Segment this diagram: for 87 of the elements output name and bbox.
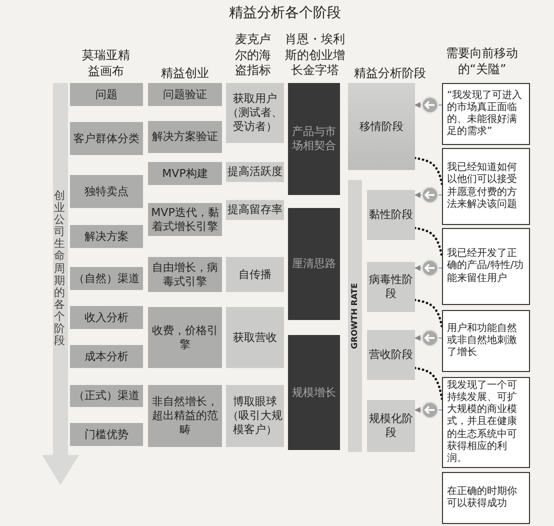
pyramid-block	[288, 208, 340, 320]
box-text: 客户群体分类	[74, 132, 140, 146]
column-header: 莫瑞亚精益画布	[81, 48, 131, 80]
box-text: 规模增长	[292, 386, 336, 400]
box-text: （正式）渠道	[74, 389, 140, 403]
box-text: 提高留存率	[228, 203, 282, 217]
dotted-connector	[414, 226, 444, 258]
arrow	[414, 329, 442, 347]
process-box	[148, 162, 222, 185]
process-box	[70, 306, 143, 329]
gate-box	[442, 228, 530, 305]
column-header: 需要向前移动的“关隘”	[445, 46, 519, 78]
box-text: 病毒性阶段	[368, 273, 414, 301]
box-text: 提高活跃度	[228, 165, 282, 179]
column-header: 精益分析阶段	[353, 66, 427, 82]
process-box	[70, 267, 143, 290]
box-text: GROWTH RATE	[351, 283, 359, 349]
box-text: 自由增长，病毒式引擎	[151, 260, 219, 288]
box-text: 我已经开发了正确的产品/特性/功能来留住用户	[447, 248, 525, 285]
box-text: 解决方案验证	[152, 130, 218, 144]
box-text: （自然）渠道	[74, 272, 140, 286]
process-box	[70, 385, 143, 407]
box-text: 在正确的时期你可以获得成功	[447, 486, 518, 510]
box-text: 问题验证	[163, 88, 207, 102]
pyramid-block	[288, 83, 340, 195]
box-text: 收费，价格引擎	[151, 324, 219, 352]
column-header: 麦克卢尔的海盗指标	[234, 32, 272, 79]
growth-rate-bar	[348, 180, 362, 452]
column-header: 肖恩・埃利斯的创业增长金字塔	[284, 32, 346, 79]
arrow	[414, 401, 442, 419]
metric-box	[226, 83, 284, 143]
box-text: 获取营收	[233, 330, 277, 344]
process-box	[70, 83, 143, 106]
box-text: 厘清思路	[292, 257, 336, 271]
box-text: 移情阶段	[360, 120, 404, 134]
metric-box	[226, 385, 284, 447]
box-text: 博取眼球（吸引大规模客户）	[226, 395, 284, 437]
box-text: 黏性阶段	[369, 208, 413, 222]
axis-label: 创业公司生命周期的各个阶段	[54, 190, 65, 348]
box-text: “我发现了可进入的市场真正面临的、未能很好满足的需求”	[447, 90, 524, 138]
box-text: 成本分析	[84, 350, 128, 364]
stage-box	[367, 190, 415, 240]
box-text: 独特卖点	[84, 184, 128, 198]
box-text: 规模化阶段	[368, 412, 414, 440]
metric-box	[226, 257, 284, 292]
process-box	[70, 423, 143, 446]
gate-box	[442, 472, 530, 524]
box-text: 门槛优势	[84, 428, 128, 442]
box-text: 获取用户（测试者、受访者）	[226, 92, 284, 134]
gate-box	[442, 148, 530, 225]
process-box	[148, 121, 222, 153]
arrow	[414, 186, 442, 204]
box-text: MVP构建	[162, 166, 208, 180]
column-header: 精益创业	[160, 66, 210, 82]
box-text: 收入分析	[84, 310, 128, 324]
box-text: 产品与市场相契合	[291, 125, 337, 153]
arrow	[414, 259, 442, 277]
metric-box	[226, 307, 284, 368]
box-text: 用户和功能自然或非自然地刺激了增长	[447, 322, 518, 360]
box-text: 自传播	[238, 268, 272, 282]
dotted-connector	[414, 298, 444, 328]
process-box	[148, 385, 222, 447]
pyramid-block	[288, 335, 340, 450]
box-text: 营收阶段	[369, 348, 413, 362]
box-text: MVP迭代，黏着式增长引擎	[150, 206, 220, 234]
process-box	[148, 307, 222, 368]
stage-box	[348, 83, 415, 170]
process-box	[148, 83, 222, 106]
process-box	[70, 345, 143, 368]
process-box	[70, 225, 143, 248]
box-text: 非自然增长，超出精益的范畴	[151, 395, 219, 437]
gate-box	[442, 377, 530, 468]
dotted-connector	[414, 366, 444, 400]
stage-box	[367, 262, 415, 312]
stage-box	[367, 330, 415, 380]
arrow	[414, 96, 442, 114]
diagram-title: 精益分析各个阶段	[228, 4, 342, 22]
gate-box	[442, 310, 530, 372]
box-text: 我发现了一个可持续发展、可扩大规模的商业模式，并且在健康的生态系统中可获得相应的利润。	[447, 380, 518, 466]
process-box	[70, 122, 143, 155]
stage-box	[367, 400, 415, 452]
box-text: 我已经知道如何以他们可以接受并愿意付费的方法来解决该问题	[447, 162, 518, 211]
dotted-connector	[414, 156, 444, 186]
box-text: 问题	[96, 88, 118, 102]
process-box	[70, 175, 143, 208]
gate-box	[442, 83, 530, 145]
box-text: 解决方案	[84, 230, 128, 244]
